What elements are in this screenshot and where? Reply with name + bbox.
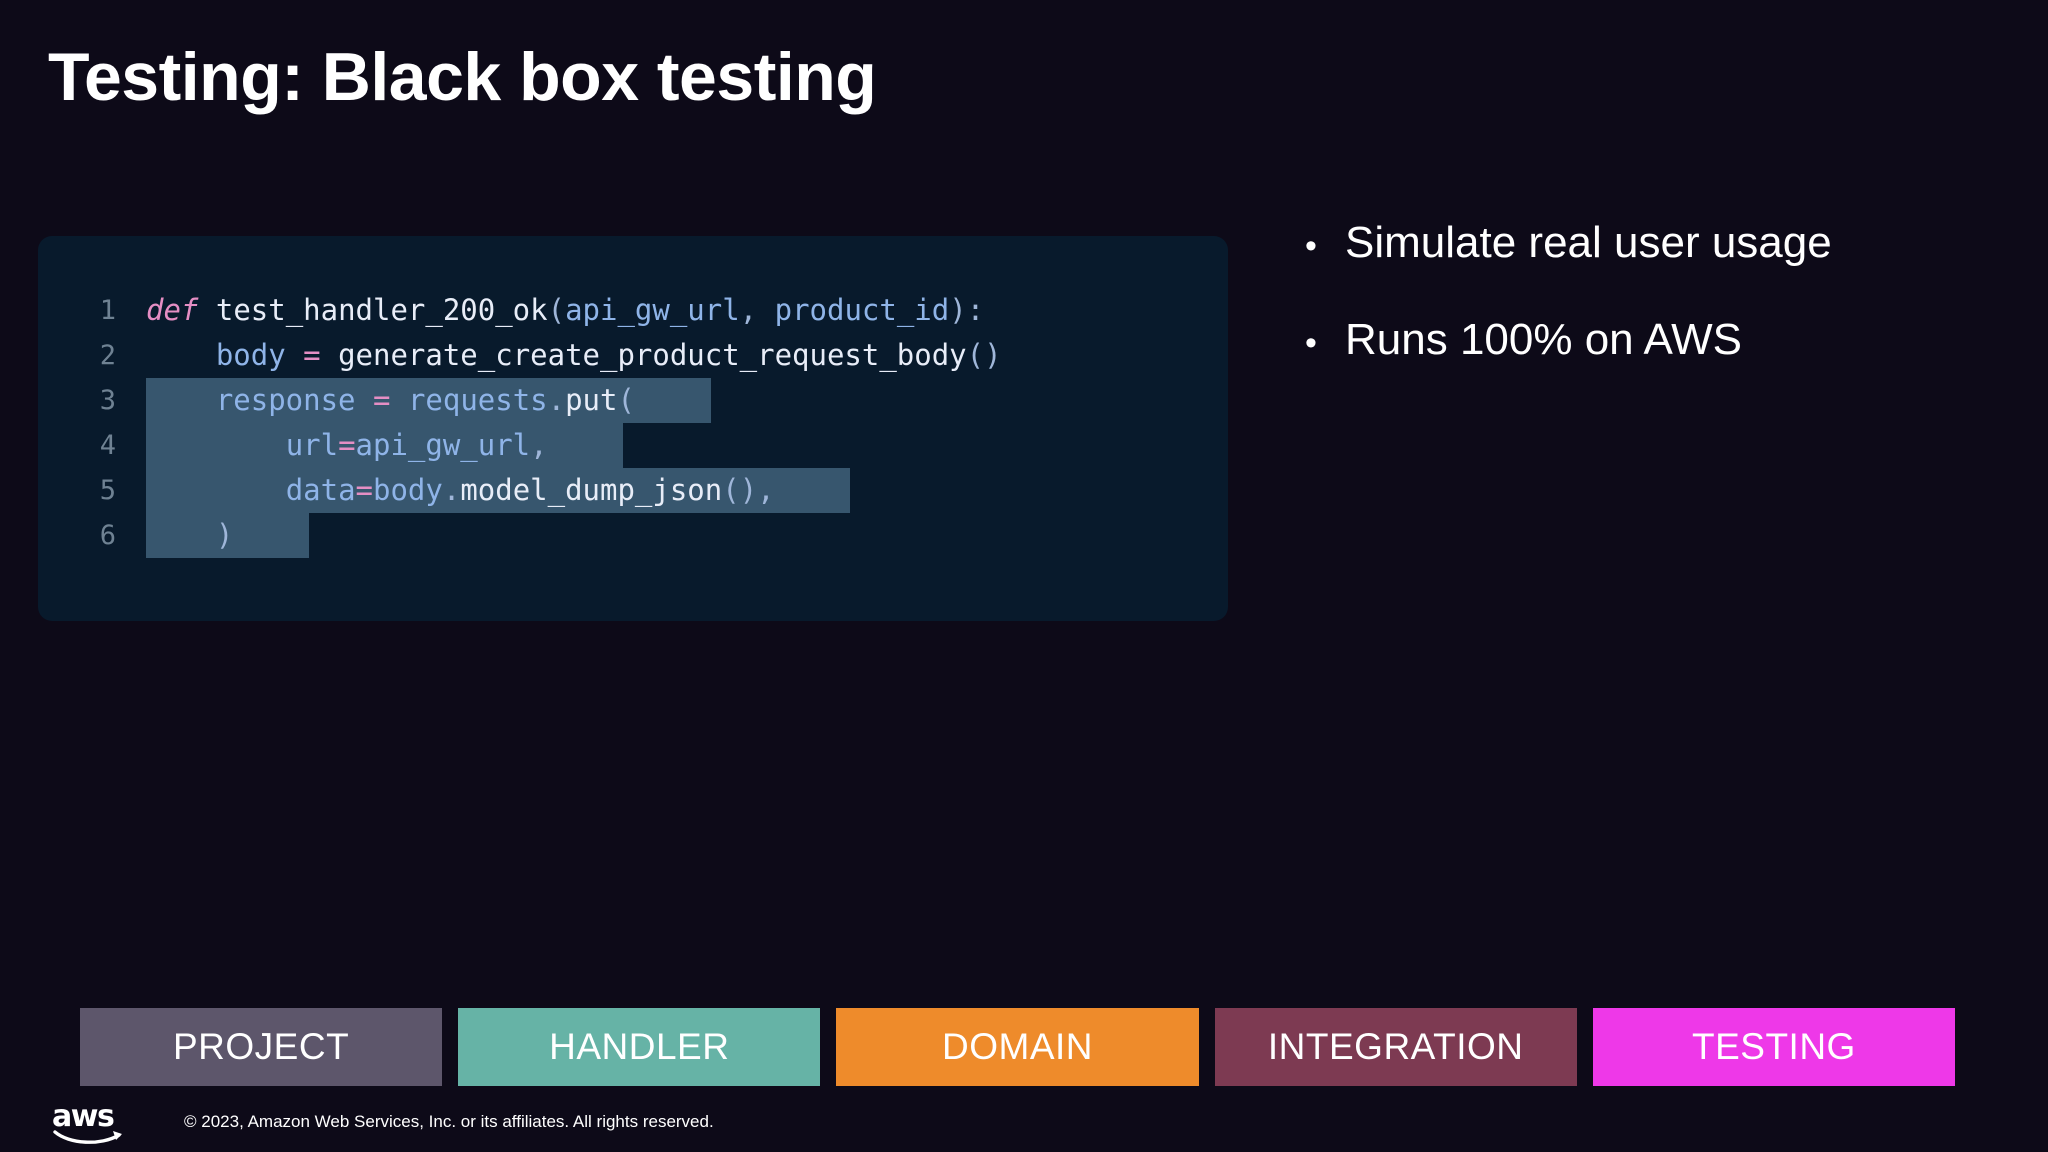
code-selection-highlight — [146, 468, 851, 513]
nav-tab-domain[interactable]: DOMAIN — [836, 1008, 1199, 1086]
nav-tab-handler[interactable]: HANDLER — [458, 1008, 821, 1086]
nav-tab-label: HANDLER — [549, 1026, 730, 1067]
page-title: Testing: Black box testing — [48, 39, 877, 115]
code-line-text: body = generate_create_product_request_b… — [215, 338, 1002, 372]
code-line-number: 3 — [99, 385, 116, 416]
code-line: 3 response = requests.put( — [38, 378, 1228, 423]
bullet-marker-icon: • — [1305, 227, 1317, 265]
code-line-text: def test_handler_200_ok(api_gw_url, prod… — [146, 293, 985, 327]
code-line: 4 url=api_gw_url, — [38, 423, 1228, 468]
section-nav: PROJECT HANDLER DOMAIN INTEGRATION TESTING — [80, 1008, 1956, 1086]
bullet-item-label: Simulate real user usage — [1345, 218, 1832, 267]
nav-tab-integration[interactable]: INTEGRATION — [1214, 1008, 1577, 1086]
code-line: 1 def test_handler_200_ok(api_gw_url, pro… — [38, 288, 1228, 333]
code-block: 1 def test_handler_200_ok(api_gw_url, pro… — [38, 236, 1228, 621]
nav-tab-label: TESTING — [1691, 1026, 1856, 1067]
footer: aws © 2023, Amazon Web Services, Inc. or… — [0, 1100, 2048, 1152]
nav-tab-label: DOMAIN — [942, 1026, 1093, 1067]
code-line-number: 1 — [99, 295, 116, 326]
code-line-text: data=body.model_dump_json(), — [285, 473, 775, 507]
code-line-text: response = requests.put( — [215, 383, 635, 417]
code-line-text: ) — [215, 518, 234, 552]
bullet-marker-icon: • — [1305, 323, 1317, 362]
code-line-number: 5 — [99, 475, 116, 506]
copyright-text: © 2023, Amazon Web Services, Inc. or its… — [184, 1112, 714, 1131]
code-line-number: 6 — [99, 520, 116, 551]
bullet-item-label: Runs 100% on AWS — [1345, 314, 1743, 364]
bullet-item: • Runs 100% on AWS — [1305, 315, 1985, 366]
nav-tab-testing[interactable]: TESTING — [1592, 1008, 1956, 1086]
code-line: 5 data=body.model_dump_json(), — [38, 468, 1228, 513]
aws-smile-arrow-icon — [53, 1130, 122, 1144]
code-selection-highlight — [146, 423, 624, 468]
nav-tab-label: INTEGRATION — [1267, 1026, 1524, 1067]
code-line-number: 4 — [99, 430, 116, 461]
code-line-text: url=api_gw_url, — [285, 428, 548, 462]
code-line: 2 body = generate_create_product_request… — [38, 333, 1228, 378]
aws-logo: aws — [52, 1102, 132, 1146]
code-line-list: 1 def test_handler_200_ok(api_gw_url, pro… — [38, 288, 1228, 558]
code-line-number: 2 — [99, 340, 116, 371]
aws-wordmark: aws — [52, 1099, 115, 1134]
nav-tab-label: PROJECT — [173, 1026, 350, 1067]
bullet-item: • Simulate real user usage — [1305, 218, 1985, 269]
nav-tab-project[interactable]: PROJECT — [80, 1008, 443, 1086]
bullet-list: • Simulate real user usage • Runs 100% on A… — [1305, 218, 1985, 411]
code-line: 6 ) — [38, 513, 1228, 558]
code-selection-highlight — [146, 378, 711, 423]
code-selection-highlight — [146, 513, 310, 558]
